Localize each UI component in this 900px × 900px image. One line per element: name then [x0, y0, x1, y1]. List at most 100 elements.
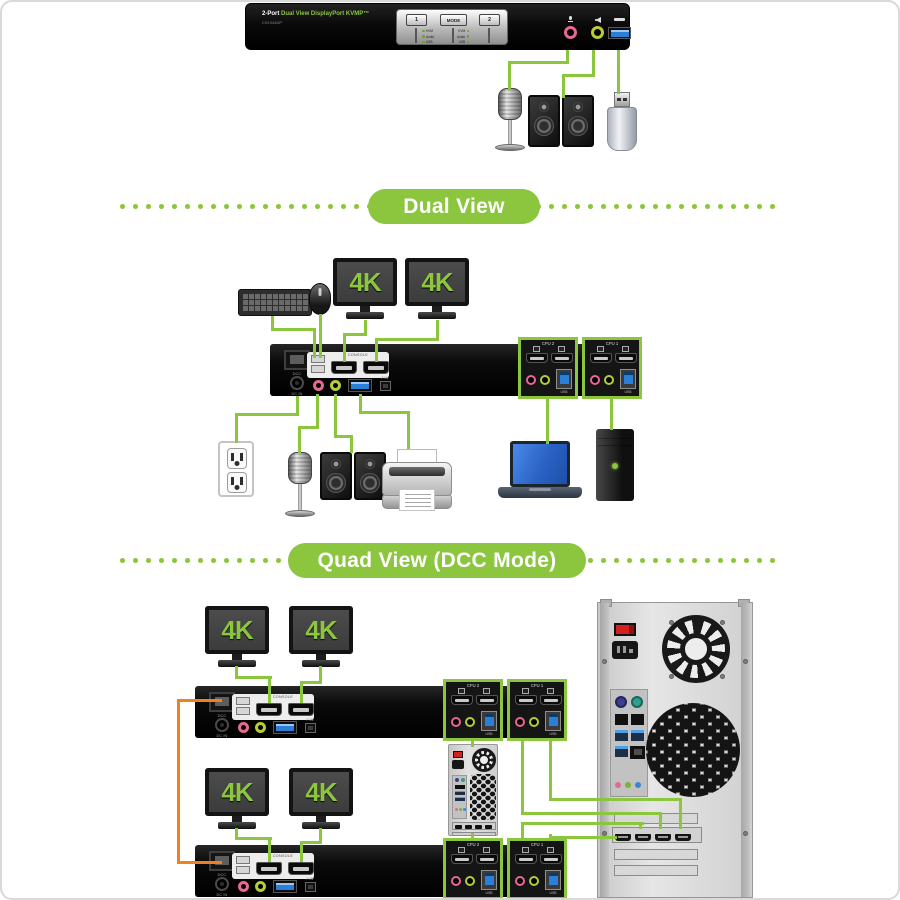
kvm-front-panel: 2-Port Dual View DisplayPort KVMP™ CS194… [245, 3, 631, 50]
fw-label: F/W [381, 375, 389, 380]
ps2-mouse-port [631, 696, 643, 708]
cpu-displayport-b [476, 695, 498, 705]
monitor-base [218, 660, 256, 667]
led-label: Audio [426, 34, 435, 39]
usb-flash-drive [606, 92, 638, 151]
printer-top-band [389, 467, 445, 476]
speaker-right [562, 95, 594, 147]
monitor-screen: 4K [405, 258, 469, 306]
usb-label: USB [485, 732, 493, 736]
ac-inlet [612, 641, 638, 659]
monitor-4k-label: 4K [421, 266, 453, 297]
usb-label: USB [549, 732, 557, 736]
audio-jack [604, 375, 614, 385]
connector-cable [268, 837, 271, 862]
monitor-icon [622, 346, 629, 352]
vent [470, 774, 496, 820]
screw [743, 659, 748, 664]
front-mic-jack [564, 26, 577, 39]
cpu1-label: CPU 1 [605, 341, 619, 346]
front-audio-jack [591, 26, 604, 39]
cpu1-label: CPU 1 [530, 683, 544, 688]
port1-button[interactable]: 1 [406, 14, 427, 26]
section-title-dual: Dual View [368, 189, 540, 224]
monitor-base [218, 822, 256, 829]
monitor-screen: 4K [289, 768, 353, 816]
connector-cable [471, 833, 474, 841]
connector-cable [300, 841, 303, 862]
led-dot [422, 40, 425, 44]
connector-cable [300, 681, 303, 703]
console-displayport-1 [331, 361, 357, 374]
outlet-socket [227, 448, 247, 469]
microphone-head [498, 88, 522, 120]
usb-b-port [620, 369, 636, 389]
fan-screw [669, 674, 674, 679]
side-rail [600, 603, 609, 897]
outlet-socket [227, 472, 247, 493]
monitor-icon [533, 346, 540, 352]
dcc-cable [177, 699, 222, 702]
laptop-screen [510, 441, 570, 487]
monitor-icon [483, 847, 490, 853]
connector-cable [679, 798, 682, 829]
connector-cable [521, 822, 644, 825]
usb-b-port [481, 711, 497, 731]
dcc-label: DCC [217, 713, 227, 718]
microphone-stem [508, 120, 512, 144]
connector-cable [364, 320, 367, 336]
monitor-4k: 4K [405, 258, 469, 320]
usb-icon [614, 18, 625, 21]
cpu1-port-group: CPU 1 USB [507, 838, 567, 900]
audio-port [625, 782, 631, 788]
fan-screw [669, 620, 674, 625]
connector-cable [298, 426, 319, 429]
usb3-port [273, 721, 297, 734]
audio-jack [330, 380, 341, 391]
connector-cable [359, 411, 410, 414]
led-dot [466, 29, 470, 33]
dcc-cable [177, 699, 180, 864]
monitor-4k: 4K [289, 606, 353, 668]
fan [662, 615, 730, 683]
connector-cable [334, 394, 337, 438]
mic-jack [238, 722, 249, 733]
product-title: 2-Port Dual View DisplayPort KVMP™ CS194… [262, 11, 369, 26]
fan-screw [720, 674, 725, 679]
usb-label: USB [549, 891, 557, 895]
displayport-output [485, 825, 492, 829]
monitor-stand [316, 654, 326, 660]
displayport-output [475, 825, 482, 829]
led-dot [422, 29, 425, 33]
monitor-stand [432, 306, 442, 312]
desktop-power-led [612, 463, 618, 469]
monitor-screen: 4K [333, 258, 397, 306]
monitor-4k-label: 4K [349, 266, 381, 297]
console-displayport-1 [256, 703, 282, 716]
port2-button[interactable]: 2 [479, 14, 500, 26]
audio-jack [465, 876, 475, 886]
connector-cable [562, 74, 565, 98]
dc-in-label: DC IN [291, 391, 303, 396]
connector-cable [617, 50, 620, 94]
cpu-displayport-b [540, 695, 562, 705]
monitor-4k-label: 4K [221, 614, 253, 645]
desktop-drive-bays [598, 432, 632, 447]
connector-cable [521, 822, 524, 840]
connector-cable [268, 676, 271, 703]
mode-button[interactable]: MODE [440, 14, 467, 26]
connector-cable [521, 812, 662, 815]
cpu-displayport-a [526, 353, 548, 363]
connector-cable [235, 676, 272, 679]
led-dot [422, 35, 425, 38]
cpu1-label: CPU 1 [530, 842, 544, 847]
connector-cable [300, 681, 322, 684]
monitor-screen: 4K [205, 768, 269, 816]
usb-port [631, 714, 644, 725]
io-panel [452, 775, 467, 819]
ps2-port [461, 778, 465, 782]
tower-pc-rear [597, 599, 753, 898]
expansion-slot [614, 849, 698, 860]
dcc-label: DCC [292, 371, 302, 376]
kvm-rear-panel: DCC DC IN CONSOLE F/W CPU 2 USB CPU 1 US… [195, 838, 567, 900]
